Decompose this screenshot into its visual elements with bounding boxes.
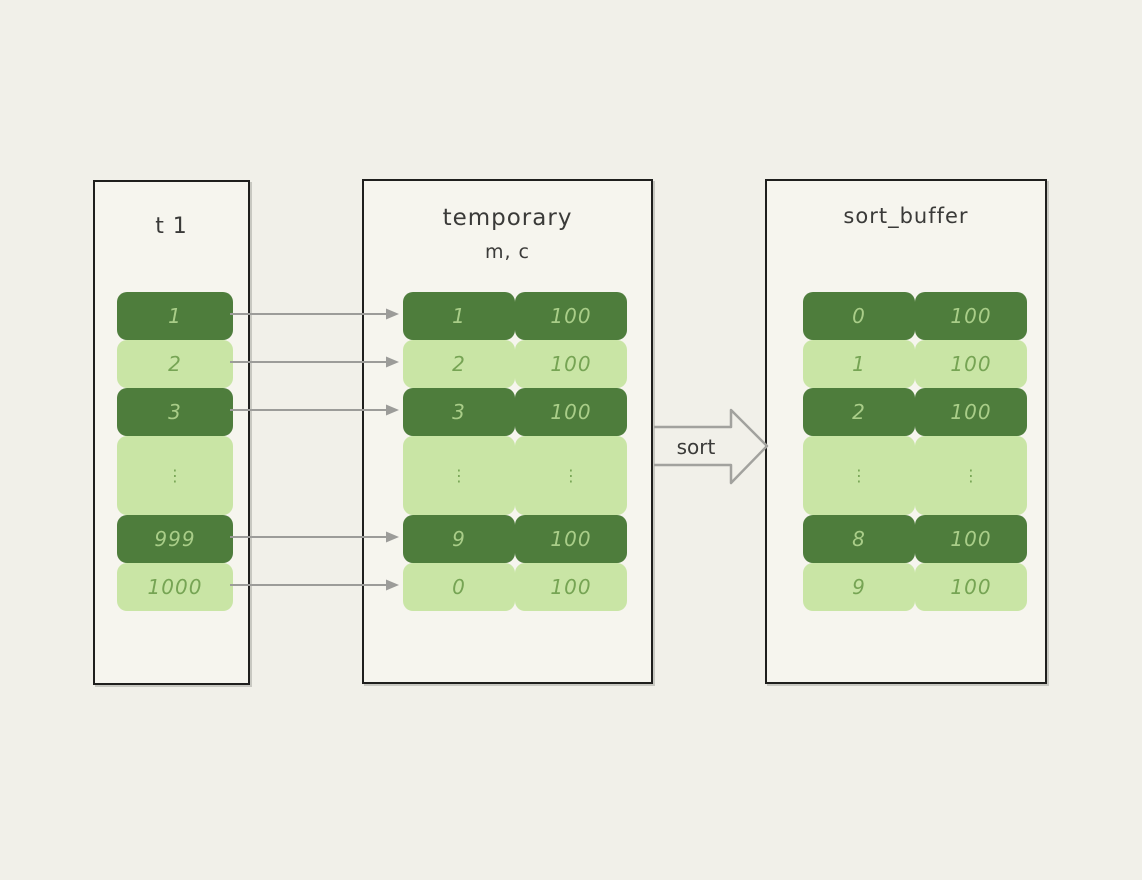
cell-value: 1000 <box>117 563 233 611</box>
cell-value: 2 <box>803 388 915 436</box>
panel-t1: t 1 1 2 3 ⋮ 999 1000 <box>93 180 250 685</box>
table-row: 9 100 <box>803 563 1027 611</box>
sort-block-arrow <box>654 408 769 485</box>
cell-value: 100 <box>915 515 1027 563</box>
table-row: 2 100 <box>403 340 627 388</box>
panel-sort-buffer-rows: 0 100 1 100 2 100 ⋮ ⋮ 8 100 9 100 <box>803 292 1027 611</box>
table-row-ellipsis: ⋮ ⋮ <box>803 436 1027 515</box>
cell-value: 3 <box>117 388 233 436</box>
table-row: 0 100 <box>803 292 1027 340</box>
cell-value: 100 <box>515 340 627 388</box>
table-row: 1000 <box>117 563 233 611</box>
table-row: 9 100 <box>403 515 627 563</box>
panel-temporary-subtitle: m, c <box>484 241 531 263</box>
cell-value: 100 <box>515 388 627 436</box>
panel-t1-title: t 1 <box>155 214 188 239</box>
cell-value: 999 <box>117 515 233 563</box>
cell-value: 100 <box>915 340 1027 388</box>
cell-value: 1 <box>117 292 233 340</box>
cell-value: 100 <box>515 515 627 563</box>
table-row: 3 100 <box>403 388 627 436</box>
cell-value: 100 <box>515 292 627 340</box>
table-row: 2 <box>117 340 233 388</box>
ellipsis: ⋮ <box>803 436 915 515</box>
cell-value: 9 <box>403 515 515 563</box>
cell-value: 2 <box>117 340 233 388</box>
table-row: 2 100 <box>803 388 1027 436</box>
cell-value: 9 <box>803 563 915 611</box>
cell-value: 100 <box>515 563 627 611</box>
ellipsis: ⋮ <box>515 436 627 515</box>
panel-temporary: temporary m, c 1 100 2 100 3 100 ⋮ ⋮ 9 1… <box>362 179 653 684</box>
cell-value: 100 <box>915 563 1027 611</box>
cell-value: 0 <box>403 563 515 611</box>
table-row: 1 100 <box>803 340 1027 388</box>
table-row: 0 100 <box>403 563 627 611</box>
table-row: 8 100 <box>803 515 1027 563</box>
table-row: 3 <box>117 388 233 436</box>
ellipsis: ⋮ <box>915 436 1027 515</box>
cell-value: 0 <box>803 292 915 340</box>
table-row-ellipsis: ⋮ <box>117 436 233 515</box>
sort-label: sort <box>677 435 716 459</box>
panel-sort-buffer-title: sort_buffer <box>843 204 969 228</box>
panel-sort-buffer: sort_buffer 0 100 1 100 2 100 ⋮ ⋮ 8 100 <box>765 179 1047 684</box>
cell-value: 2 <box>403 340 515 388</box>
table-row: 1 <box>117 292 233 340</box>
cell-value: 1 <box>403 292 515 340</box>
table-row-ellipsis: ⋮ ⋮ <box>403 436 627 515</box>
ellipsis: ⋮ <box>403 436 515 515</box>
cell-value: 100 <box>915 388 1027 436</box>
cell-value: 100 <box>915 292 1027 340</box>
panel-temporary-title: temporary <box>442 205 573 231</box>
cell-value: 8 <box>803 515 915 563</box>
table-row: 1 100 <box>403 292 627 340</box>
ellipsis: ⋮ <box>117 436 233 515</box>
cell-value: 1 <box>803 340 915 388</box>
cell-value: 3 <box>403 388 515 436</box>
panel-temporary-rows: 1 100 2 100 3 100 ⋮ ⋮ 9 100 0 100 <box>403 292 627 611</box>
panel-t1-rows: 1 2 3 ⋮ 999 1000 <box>117 292 233 611</box>
table-row: 999 <box>117 515 233 563</box>
